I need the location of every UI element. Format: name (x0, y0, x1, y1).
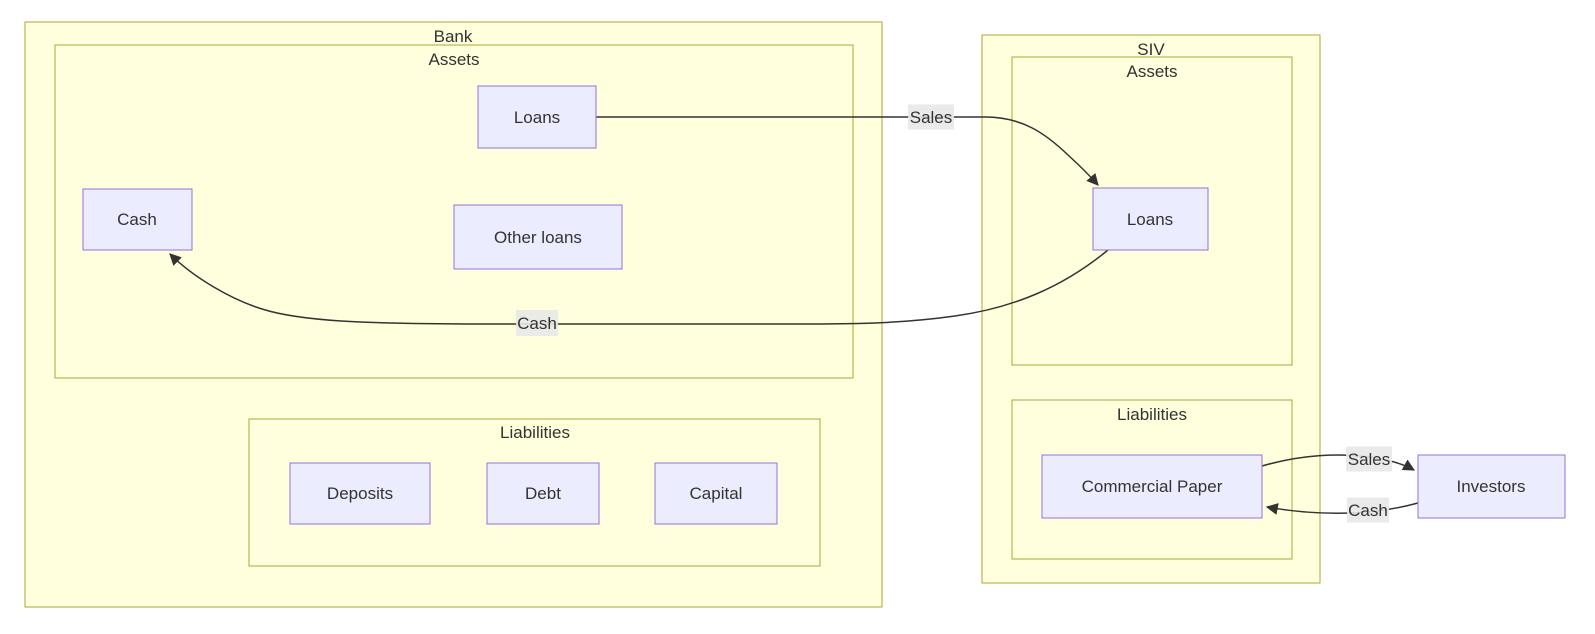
edge-label-cash-siv-to-bank: Cash (516, 310, 558, 336)
node-deposits-box (289, 462, 431, 525)
node-siv-loans: Loans (1092, 187, 1209, 251)
node-investors-box (1417, 454, 1566, 519)
edge-label-sales-bank-to-siv: Sales (908, 104, 954, 130)
node-siv-loans-label: Loans (1127, 210, 1173, 229)
edge-label-cash-investors-to-cp-text: Cash (1348, 501, 1388, 520)
node-bank-loans-label: Loans (514, 108, 560, 127)
edge-label-cash-siv-to-bank-bg (516, 310, 558, 336)
node-siv-loans-box (1092, 187, 1209, 251)
node-investors: Investors (1417, 454, 1566, 519)
node-other-loans: Other loans (453, 204, 623, 270)
edge-label-sales-bank-to-siv-text: Sales (910, 108, 953, 127)
edge-siv-loans-to-bank-cash (169, 249, 1109, 325)
node-other-loans-box (453, 204, 623, 270)
node-bank-loans-box (477, 85, 597, 149)
edge-label-cash-investors-to-cp: Cash (1347, 497, 1389, 523)
node-investors-label: Investors (1457, 477, 1526, 496)
cluster-siv-assets-label: Assets (1126, 62, 1177, 81)
cluster-bank-liabilities-label: Liabilities (500, 423, 570, 442)
cluster-bank-assets-label: Assets (428, 50, 479, 69)
edge-label-sales-cp-to-investors-text: Sales (1348, 450, 1391, 469)
edge-label-sales-cp-to-investors: Sales (1346, 446, 1392, 472)
cluster-siv-liabilities-label: Liabilities (1117, 405, 1187, 424)
node-debt-box (486, 462, 600, 525)
edge-label-sales-bank-to-siv-bg (908, 104, 954, 130)
node-debt: Debt (486, 462, 600, 525)
node-capital-label: Capital (690, 484, 743, 503)
node-other-loans-label: Other loans (494, 228, 582, 247)
node-commercial-paper-box (1041, 454, 1263, 519)
node-capital-box (654, 462, 778, 525)
node-commercial-paper: Commercial Paper (1041, 454, 1263, 519)
edge-label-cash-investors-to-cp-bg (1347, 497, 1389, 523)
edge-label-sales-cp-to-investors-bg (1346, 446, 1392, 472)
edge-bank-loans-to-siv-loans (596, 116, 1099, 186)
cluster-siv-label: SIV (1137, 40, 1165, 59)
cluster-bank-label: Bank (434, 27, 473, 46)
node-deposits: Deposits (289, 462, 431, 525)
node-bank-cash: Cash (82, 188, 193, 251)
node-bank-loans: Loans (477, 85, 597, 149)
node-bank-cash-label: Cash (117, 210, 157, 229)
node-bank-cash-box (82, 188, 193, 251)
node-capital: Capital (654, 462, 778, 525)
node-debt-label: Debt (525, 484, 561, 503)
edge-label-cash-siv-to-bank-text: Cash (517, 314, 557, 333)
node-deposits-label: Deposits (327, 484, 393, 503)
node-commercial-paper-label: Commercial Paper (1082, 477, 1223, 496)
